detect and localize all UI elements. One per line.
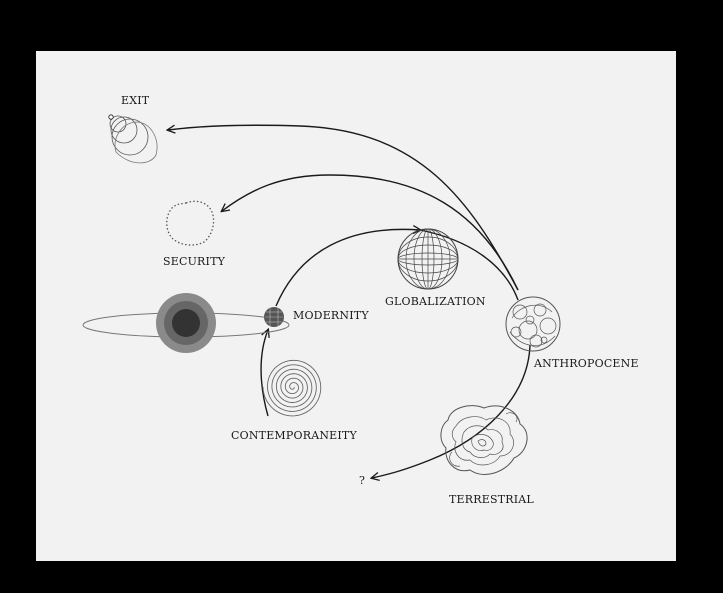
arrow-to-globalization xyxy=(275,229,420,307)
label-terrestrial: TERRESTRIAL xyxy=(449,493,534,506)
security-icon xyxy=(166,200,215,246)
ringed-planet-icon xyxy=(82,293,290,353)
label-anthropocene: ANTHROPOCENE xyxy=(533,357,639,370)
arrow-to-question xyxy=(372,344,531,478)
diagram-panel xyxy=(36,51,676,561)
anthropocene-globe-icon xyxy=(505,296,561,352)
arrow-to-security xyxy=(222,174,519,291)
label-exit: EXIT xyxy=(121,94,150,107)
terrestrial-terrain-icon xyxy=(440,405,528,475)
label-security: SECURITY xyxy=(163,255,226,268)
label-globalization: GLOBALIZATION xyxy=(385,295,486,308)
contemporaneity-spiral-icon xyxy=(262,359,322,417)
label-contemporaneity: CONTEMPORANEITY xyxy=(231,429,357,442)
exit-icon xyxy=(108,114,158,164)
arrow-to-exit xyxy=(168,124,519,291)
modernity-sphere-icon xyxy=(264,307,284,327)
label-modernity: MODERNITY xyxy=(293,309,369,322)
globalization-globe-icon xyxy=(397,228,459,290)
label-question-mark: ? xyxy=(359,474,365,487)
arrow-to-modernity xyxy=(260,330,268,417)
